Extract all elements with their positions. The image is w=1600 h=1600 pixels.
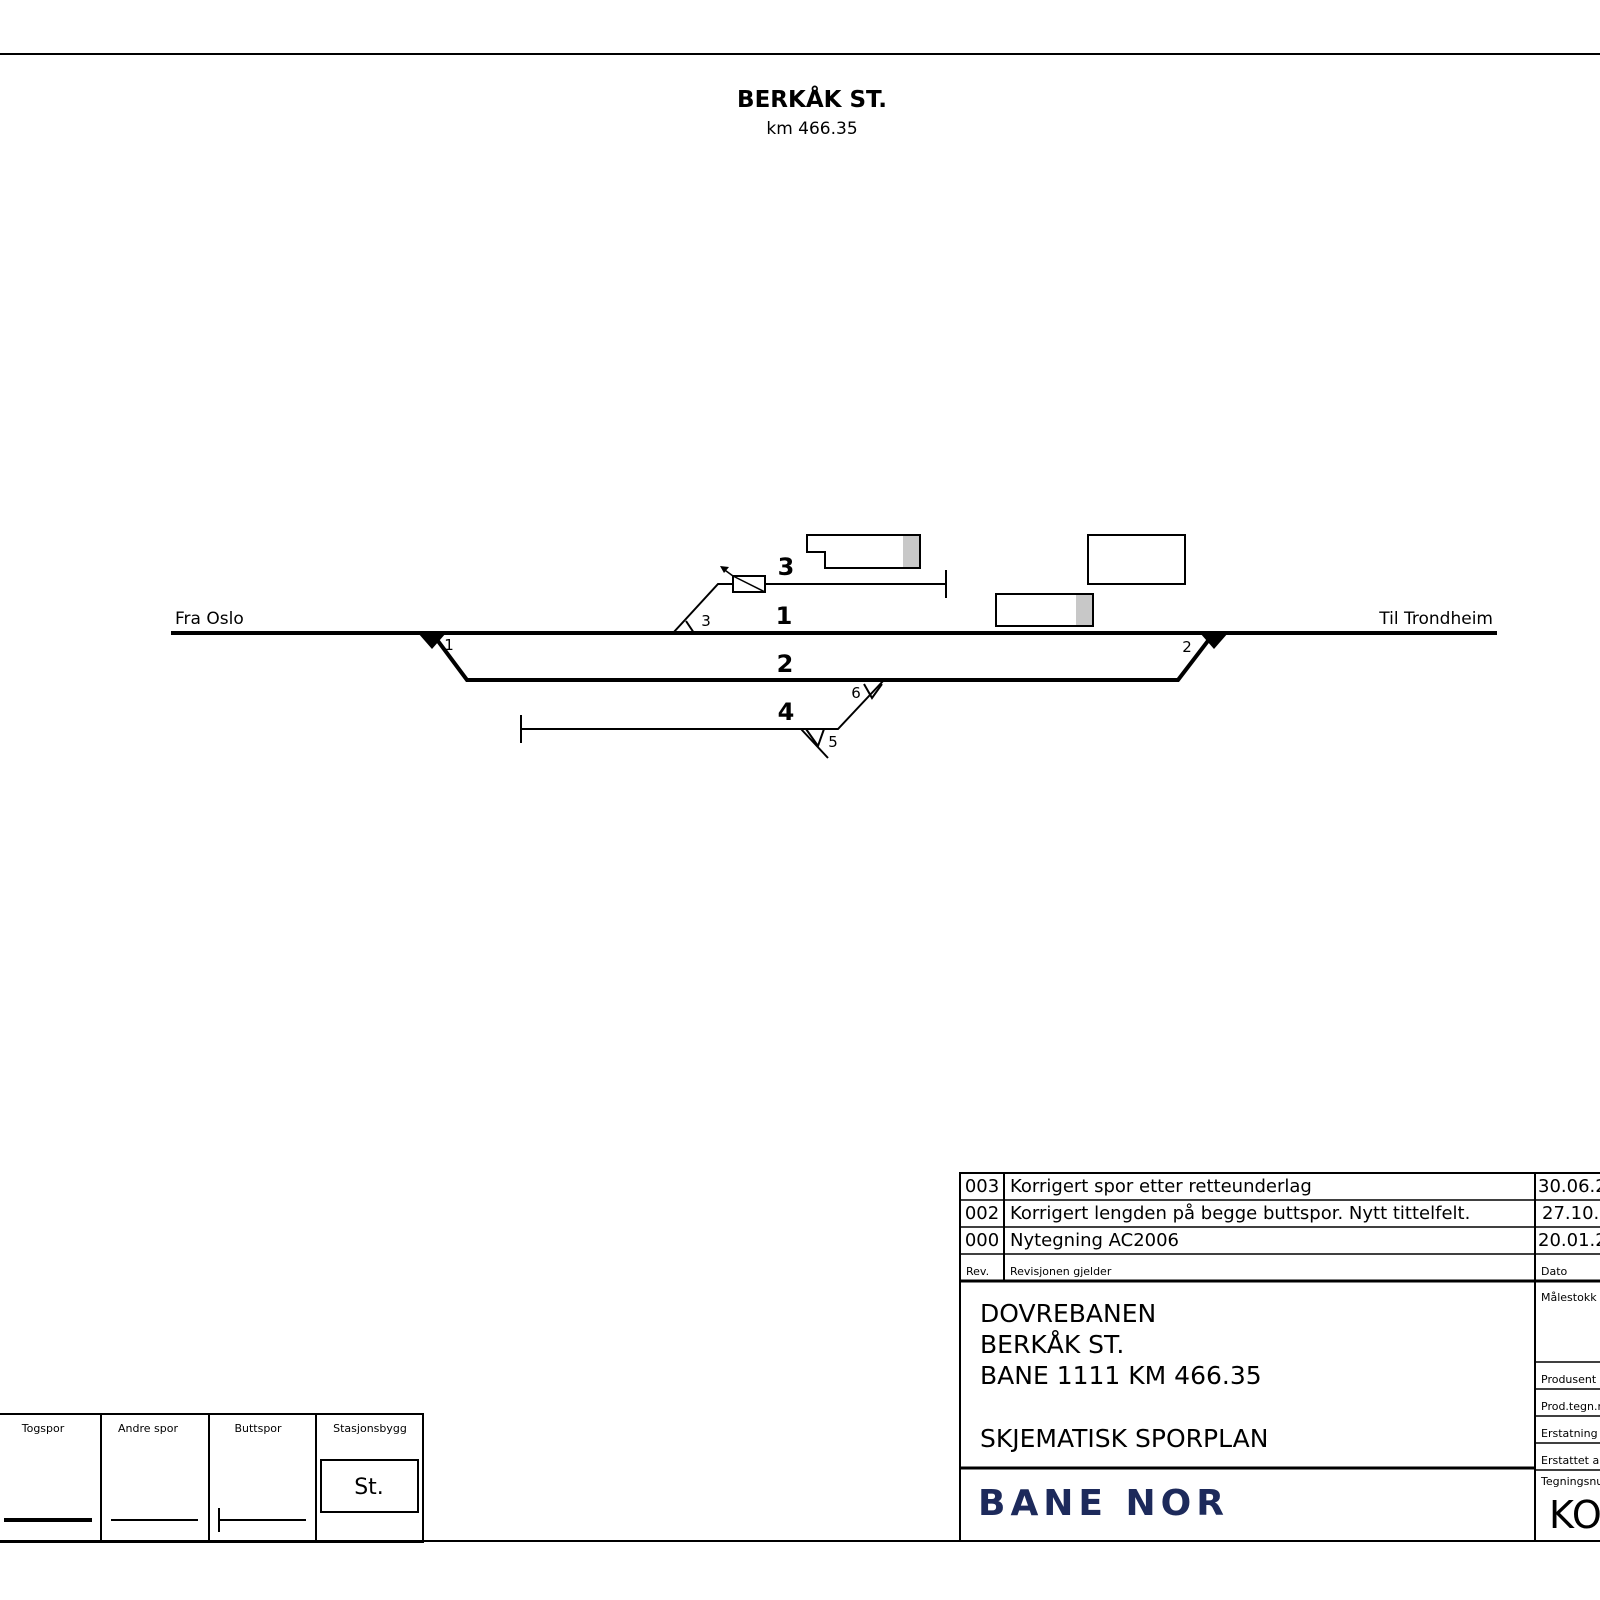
station-km: km 466.35	[766, 119, 857, 139]
derail-5-line	[800, 728, 829, 759]
track-4	[521, 679, 885, 730]
drawing-number: KO-	[1549, 1493, 1600, 1537]
switch-markers	[418, 620, 1228, 749]
legend: Togspor Andre spor Buttspor Stasjonsbygg…	[0, 1413, 424, 1543]
switch-6-marker	[863, 683, 883, 700]
building-shade	[903, 536, 919, 567]
bane-nor-logo: BANE NOR	[978, 1483, 1229, 1524]
station-title: BERKÅK ST.	[737, 85, 887, 113]
revision-number: 003	[965, 1176, 999, 1197]
track-3-label: 3	[778, 553, 795, 581]
track-1-label: 1	[776, 602, 793, 630]
revision-number: 002	[965, 1203, 999, 1224]
switch-2-label: 2	[1182, 638, 1192, 656]
direction-right-label: Til Trondheim	[1378, 609, 1493, 629]
legend-station-symbol-text: St.	[354, 1475, 384, 1500]
drawing-subtitle: SKJEMATISK SPORPLAN	[980, 1424, 1268, 1453]
revision-number: 000	[965, 1230, 999, 1251]
track-2-label: 2	[777, 650, 794, 678]
switch-1-marker	[418, 633, 446, 649]
prod-drawing-label: Prod.tegn.n	[1541, 1400, 1600, 1413]
station-building-shade	[1076, 595, 1092, 625]
rev-header: Rev.	[966, 1265, 989, 1278]
switch-6-label: 6	[851, 684, 861, 702]
station-buildings	[806, 534, 1186, 627]
scale-label: Målestokk	[1541, 1291, 1597, 1304]
legend-label-togspor: Togspor	[21, 1422, 65, 1435]
date-header: Dato	[1541, 1265, 1568, 1278]
revision-date: 20.01.20	[1538, 1230, 1600, 1251]
revision-description: Nytegning AC2006	[1010, 1230, 1179, 1251]
track-3	[672, 583, 946, 634]
switch-2-marker	[1200, 633, 1228, 649]
track-2	[430, 631, 1216, 682]
building-upper-left	[806, 534, 921, 569]
legend-symbol-stasjonsbygg	[320, 1459, 419, 1513]
title-block: 003 Korrigert spor etter retteunderlag 3…	[959, 1172, 1600, 1542]
switch-5-marker	[805, 728, 825, 749]
title-line-1: DOVREBANEN	[980, 1299, 1156, 1328]
replaces-label: Erstatning	[1541, 1427, 1598, 1440]
switch-1-label: 1	[444, 636, 454, 654]
revision-description: Korrigert lengden på begge buttspor. Nyt…	[1010, 1203, 1470, 1224]
legend-label-andre-spor: Andre spor	[118, 1422, 178, 1435]
drawing-number-label: Tegningsnu	[1540, 1475, 1600, 1488]
revision-description: Korrigert spor etter retteunderlag	[1010, 1176, 1312, 1197]
legend-label-stasjonsbygg: Stasjonsbygg	[333, 1422, 407, 1435]
signal-diagonal	[732, 575, 766, 593]
title-block-frame	[959, 1172, 1600, 1542]
legend-frame	[0, 1413, 424, 1543]
switch-3-label: 3	[701, 612, 711, 630]
producer-label: Produsent	[1541, 1373, 1597, 1386]
station-building	[995, 593, 1094, 627]
revision-date: 27.10.20	[1542, 1203, 1600, 1224]
revision-date: 30.06.20	[1538, 1176, 1600, 1197]
switch-3-marker	[685, 620, 695, 634]
track-4-label: 4	[778, 698, 795, 726]
tracks	[171, 570, 1497, 759]
replaced-by-label: Erstattet a	[1541, 1454, 1599, 1467]
signal-symbol	[720, 566, 766, 593]
direction-left-label: Fra Oslo	[175, 609, 244, 629]
signal-arrow-icon	[720, 566, 729, 573]
switch-5-label: 5	[828, 733, 838, 751]
description-header: Revisjonen gjelder	[1010, 1265, 1112, 1278]
building-upper-right	[1087, 534, 1186, 585]
legend-label-buttspor: Buttspor	[234, 1422, 282, 1435]
title-line-2: BERKÅK ST.	[980, 1330, 1124, 1359]
title-line-3: BANE 1111 KM 466.35	[980, 1361, 1262, 1390]
